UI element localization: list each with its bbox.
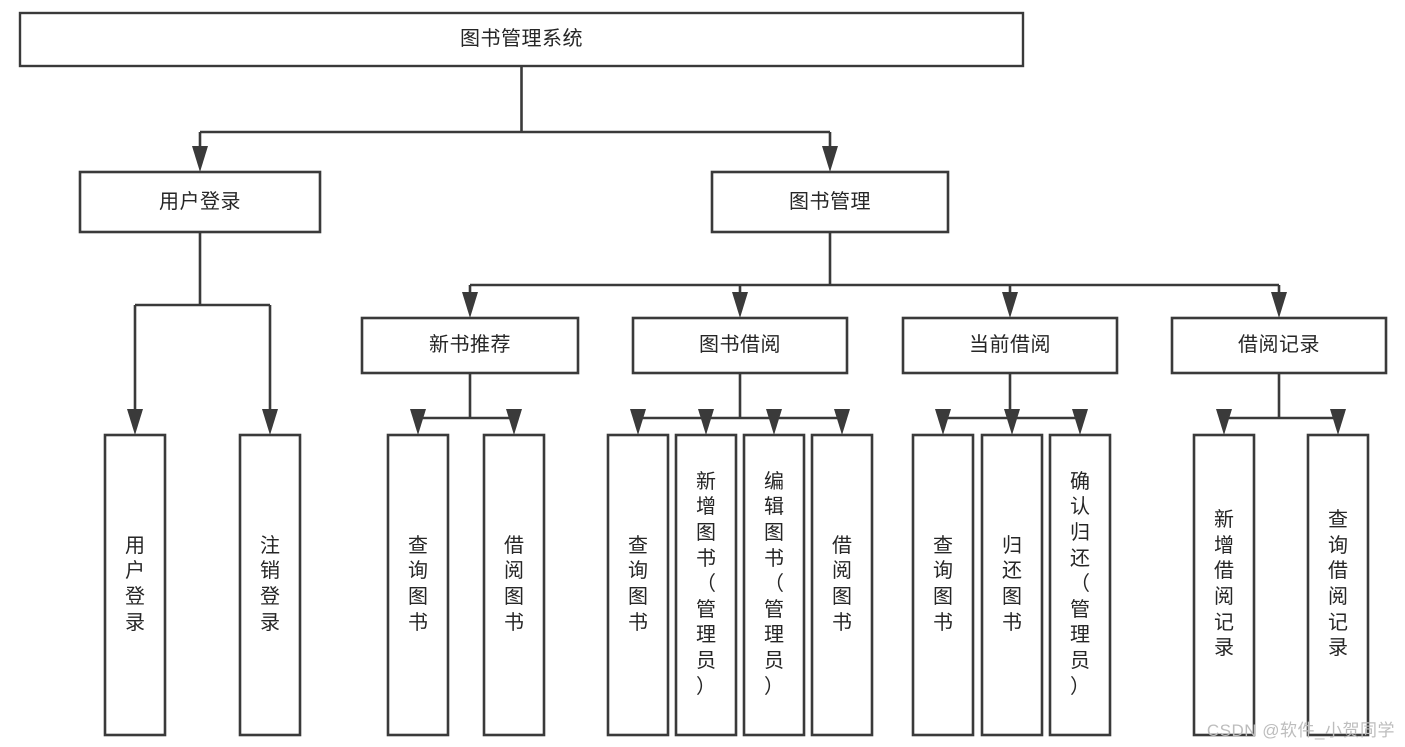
node-box-leaf-cur-2[interactable] [980, 433, 1044, 737]
arrowhead-icon [822, 146, 838, 172]
box-layer [18, 11, 1388, 737]
arrowhead-icon [127, 409, 143, 435]
node-box-leaf-new-2[interactable] [482, 433, 546, 737]
arrowhead-icon [1330, 409, 1346, 435]
node-box-login[interactable] [78, 170, 322, 234]
node-box-current[interactable] [901, 316, 1119, 375]
arrowhead-icon [462, 292, 478, 318]
node-box-leaf-cur-3[interactable] [1048, 433, 1112, 737]
arrowhead-icon [506, 409, 522, 435]
arrowhead-icon [630, 409, 646, 435]
node-box-leaf-login-2[interactable] [238, 433, 302, 737]
node-box-leaf-borrow-3[interactable] [742, 433, 806, 737]
node-box-leaf-cur-1[interactable] [911, 433, 975, 737]
node-box-bookmgmt[interactable] [710, 170, 950, 234]
node-box-leaf-borrow-1[interactable] [606, 433, 670, 737]
arrowhead-icon [1271, 292, 1287, 318]
node-box-leaf-borrow-4[interactable] [810, 433, 874, 737]
node-box-root[interactable] [18, 11, 1025, 68]
arrowhead-icon [834, 409, 850, 435]
watermark-text: CSDN @软件_小贺同学 [1206, 721, 1395, 740]
node-box-records[interactable] [1170, 316, 1388, 375]
node-box-borrow[interactable] [631, 316, 849, 375]
node-box-leaf-login-1[interactable] [103, 433, 167, 737]
node-box-newbook[interactable] [360, 316, 580, 375]
arrowhead-icon [1072, 409, 1088, 435]
node-box-leaf-borrow-2[interactable] [674, 433, 738, 737]
arrowhead-icon [1002, 292, 1018, 318]
node-box-leaf-new-1[interactable] [386, 433, 450, 737]
arrowhead-icon [698, 409, 714, 435]
node-box-leaf-rec-1[interactable] [1192, 433, 1256, 737]
arrowhead-icon [192, 146, 208, 172]
edge-layer [127, 66, 1346, 435]
arrowhead-icon [1004, 409, 1020, 435]
arrowhead-icon [410, 409, 426, 435]
arrowhead-icon [262, 409, 278, 435]
arrowhead-icon [935, 409, 951, 435]
arrowhead-icon [1216, 409, 1232, 435]
arrowhead-icon [732, 292, 748, 318]
arrowhead-icon [766, 409, 782, 435]
node-box-leaf-rec-2[interactable] [1306, 433, 1370, 737]
